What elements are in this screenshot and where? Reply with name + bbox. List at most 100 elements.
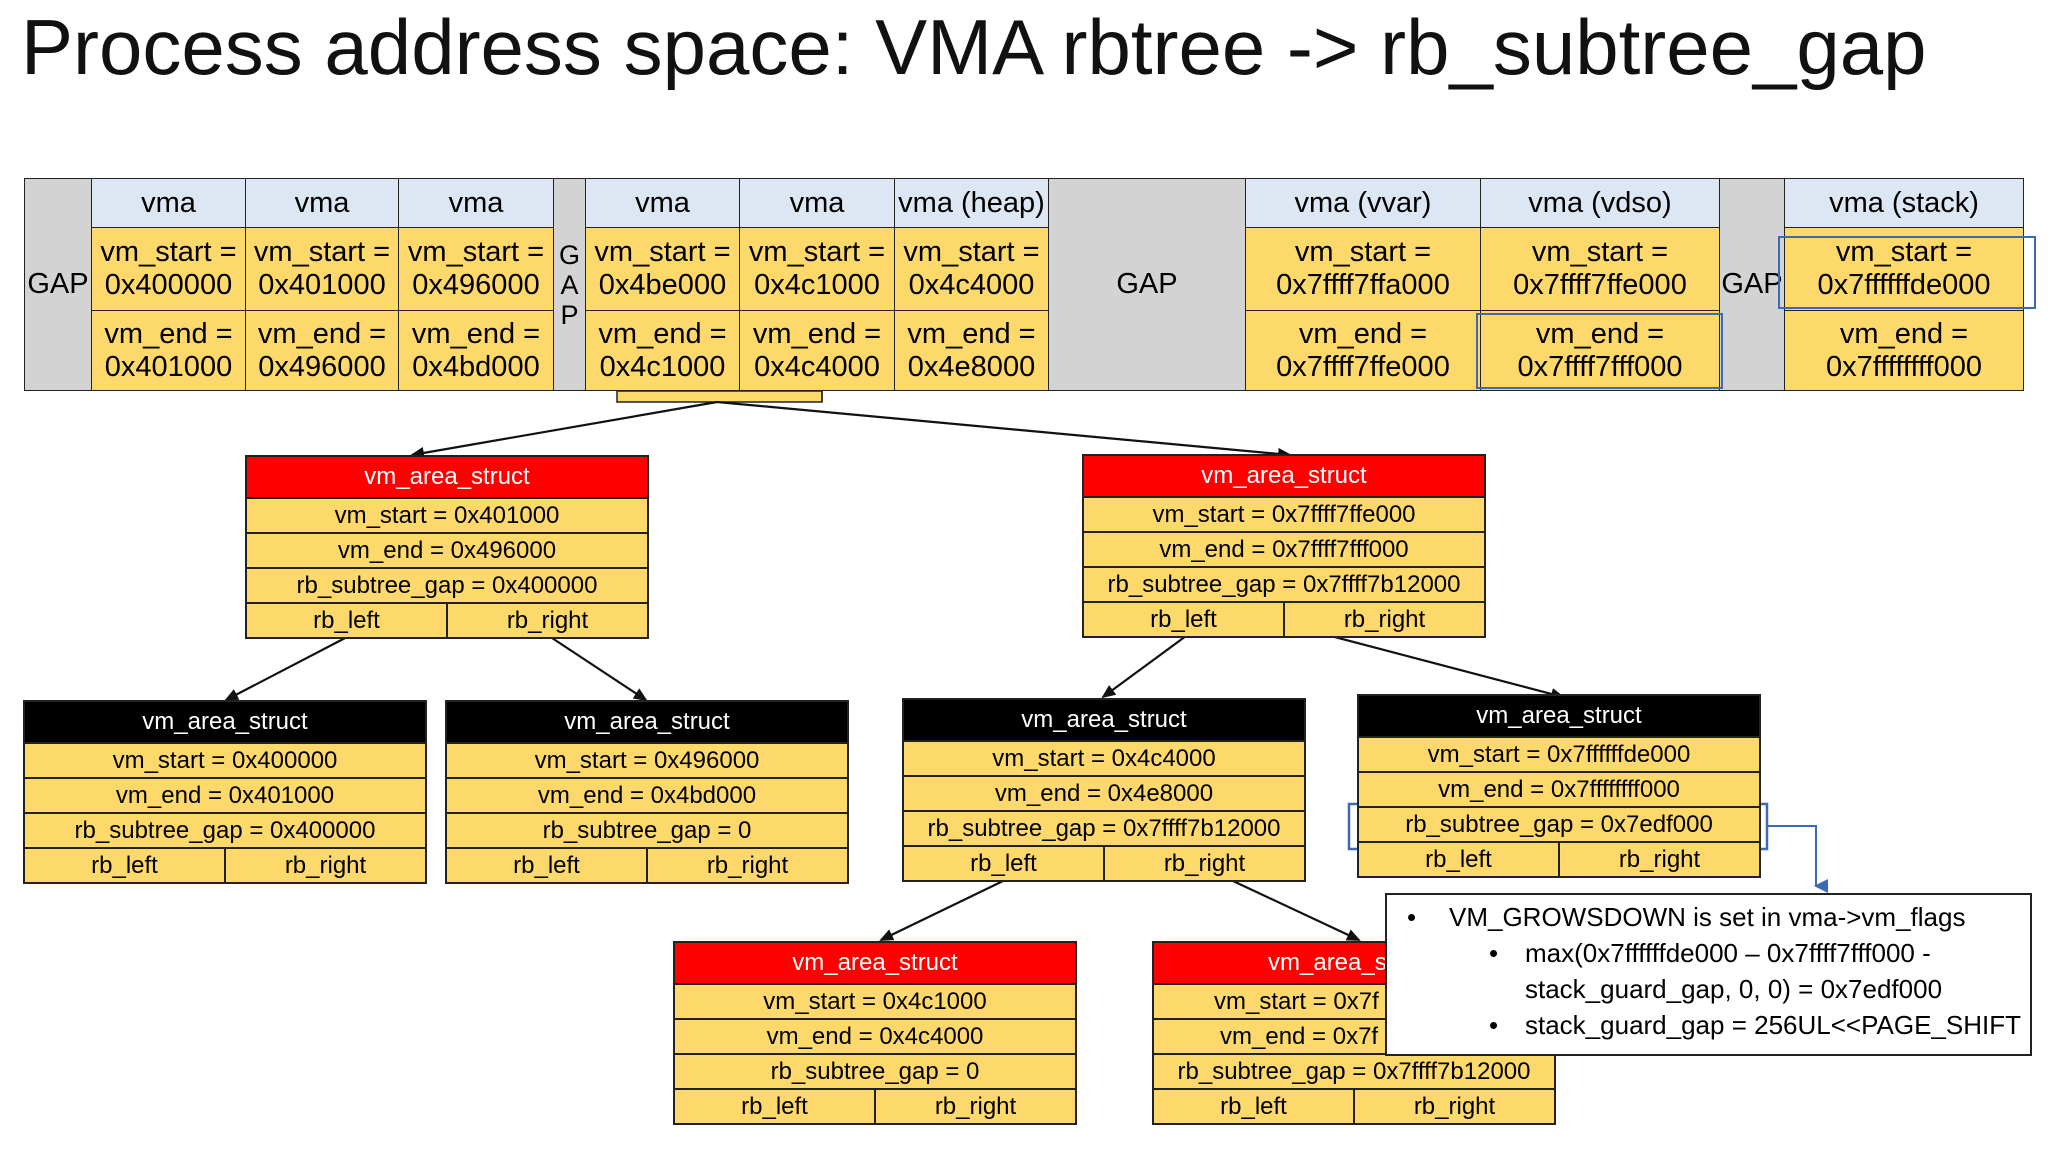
node-rb-subtree-gap: rb_subtree_gap = 0x7ffff7b12000 [1084, 568, 1484, 603]
vm-start-label: vm_start = [748, 236, 886, 268]
node-vm-start: vm_start = 0x4c4000 [904, 742, 1304, 777]
node-title: vm_area_struct [1084, 456, 1484, 498]
node-rb-left: rb_left [313, 606, 380, 634]
node-vm-end: vm_end = 0x4e8000 [904, 777, 1304, 812]
node-rb-subtree-gap: rb_subtree_gap = 0 [447, 814, 847, 849]
vma-vm-start: vm_start = 0x496000 [398, 227, 554, 311]
explanation-note: VM_GROWSDOWN is set in vma->vm_flags max… [1385, 893, 2032, 1056]
node-rb-left: rb_left [91, 851, 158, 879]
node-vm-end: vm_end = 0x7ffffffff000 [1359, 773, 1759, 808]
vm-end-label: vm_end = [752, 317, 882, 350]
vm-end-label: vm_end = [1535, 317, 1665, 350]
vm-end-label: vm_end = [1298, 317, 1428, 350]
gap-letter: P [560, 299, 579, 330]
vma-node-low-e: vm_area_struct vm_start = 0x4c1000 vm_en… [673, 941, 1077, 1125]
vma-vm-end: vm_end = 0x7ffff7fff000 [1480, 310, 1720, 391]
node-rb-right: rb_right [1353, 1090, 1554, 1123]
highlight-stack-start [1778, 236, 2036, 309]
node-vm-end: vm_end = 0x496000 [247, 534, 647, 569]
hidden-node-stub [616, 390, 823, 403]
vma-vm-start: vm_start = 0x7ffffffde000 [1784, 227, 2024, 311]
vm-start-value: 0x400000 [104, 269, 233, 301]
vma-header-vdso: vma (vdso) [1480, 178, 1720, 228]
note-subbullet: stack_guard_gap = 256UL<<PAGE_SHIFT [1399, 1007, 2024, 1043]
vm-end-label: vm_end = [907, 317, 1036, 350]
vma-vm-start: vm_start = 0x4be000 [585, 227, 740, 311]
node-rb-right: rb_right [446, 604, 647, 637]
node-title: vm_area_struct [904, 700, 1304, 742]
node-title: vm_area_struct [675, 943, 1075, 985]
node-rb-subtree-gap: rb_subtree_gap = 0x7ffff7b12000 [1154, 1055, 1554, 1090]
node-vm-start: vm_start = 0x7ffffffde000 [1359, 738, 1759, 773]
node-links-row: rb_left rb_right [25, 849, 425, 882]
node-rb-right: rb_right [1283, 603, 1484, 636]
vm-start-value: 0x4c1000 [754, 269, 880, 301]
edge-root-to-right [716, 400, 1292, 460]
node-title: vm_area_struct [247, 457, 647, 499]
vm-start-label: vm_start = [1835, 236, 1973, 268]
address-space-strip: GAP vma vm_start = 0x400000 vm_end = 0x4… [0, 0, 2048, 420]
node-rb-subtree-gap: rb_subtree_gap = 0 [675, 1055, 1075, 1090]
node-title: vm_area_struct [1359, 696, 1759, 738]
vma-header-stack: vma (stack) [1784, 178, 2024, 228]
vm-start-label: vm_start = [903, 236, 1040, 268]
node-vm-end: vm_end = 0x401000 [25, 779, 425, 814]
vm-end-value: 0x496000 [258, 350, 386, 383]
node-vm-start: vm_start = 0x4c1000 [675, 985, 1075, 1020]
vm-end-label: vm_end = [257, 317, 387, 350]
node-vm-start: vm_start = 0x400000 [25, 744, 425, 779]
node-rb-right: rb_right [224, 849, 425, 882]
arrow-gap-to-note [1767, 825, 1828, 893]
vma-node-root-left: vm_area_struct vm_start = 0x401000 vm_en… [245, 455, 649, 639]
vm-start-value: 0x4c4000 [908, 269, 1035, 301]
note-subbullet: max(0x7ffffffde000 – 0x7ffff7fff000 - [1399, 935, 2024, 971]
note-subbullet-continued: stack_guard_gap, 0, 0) = 0x7edf000 [1525, 974, 1943, 1004]
vm-end-label: vm_end = [1839, 317, 1969, 350]
edge-left-to-leaf-a [224, 635, 350, 701]
vm-end-value: 0x7ffff7ffe000 [1276, 350, 1450, 383]
vma-header-heap: vma (heap) [894, 178, 1049, 228]
node-rb-left: rb_left [513, 851, 580, 879]
slide-title: Process address space: VMA rbtree -> rb_… [21, 3, 1927, 91]
vm-start-label: vm_start = [100, 236, 237, 268]
node-vm-start: vm_start = 0x496000 [447, 744, 847, 779]
vm-start-value: 0x7ffffffde000 [1817, 269, 1991, 301]
node-vm-start: vm_start = 0x7ffff7ffe000 [1084, 498, 1484, 533]
vm-start-value: 0x496000 [412, 269, 540, 301]
node-links-row: rb_left rb_right [1359, 843, 1759, 876]
node-rb-right: rb_right [874, 1090, 1075, 1123]
node-title: vm_area_struct [25, 702, 425, 744]
vm-start-label: vm_start = [253, 236, 391, 268]
vma-header: vma [585, 178, 740, 228]
vm-end-label: vm_end = [598, 317, 727, 350]
node-vm-end: vm_end = 0x4bd000 [447, 779, 847, 814]
node-rb-subtree-gap: rb_subtree_gap = 0x400000 [247, 569, 647, 604]
node-vm-end: vm_end = 0x4c4000 [675, 1020, 1075, 1055]
node-links-row: rb_left rb_right [675, 1090, 1075, 1123]
node-title: vm_area_struct [447, 702, 847, 744]
edge-root-to-left [410, 400, 718, 459]
node-rb-left: rb_left [1220, 1092, 1287, 1120]
vma-node-mid-c: vm_area_struct vm_start = 0x4c4000 vm_en… [902, 698, 1306, 882]
edge-right-to-mid-c [1101, 635, 1187, 699]
node-links-row: rb_left rb_right [447, 849, 847, 882]
node-vm-end: vm_end = 0x7ffff7fff000 [1084, 533, 1484, 568]
vma-header-vvar: vma (vvar) [1245, 178, 1481, 228]
vma-vm-start: vm_start = 0x4c1000 [739, 227, 895, 311]
node-rb-subtree-gap: rb_subtree_gap = 0x7edf000 [1359, 808, 1759, 843]
vma-vm-start: vm_start = 0x400000 [91, 227, 246, 311]
vma-header: vma [245, 178, 399, 228]
node-links-row: rb_left rb_right [1154, 1090, 1554, 1123]
node-vm-start: vm_start = 0x401000 [247, 499, 647, 534]
node-rb-right: rb_right [1558, 843, 1759, 876]
vm-end-value: 0x401000 [104, 350, 233, 383]
vma-vm-end: vm_end = 0x401000 [91, 310, 246, 391]
vm-end-label: vm_end = [411, 317, 541, 350]
vm-end-value: 0x7ffff7fff000 [1517, 350, 1683, 383]
node-rb-right: rb_right [1103, 847, 1304, 880]
vma-vm-start: vm_start = 0x401000 [245, 227, 399, 311]
note-bullet: VM_GROWSDOWN is set in vma->vm_flags [1399, 899, 2024, 935]
vm-start-value: 0x7ffff7ffe000 [1513, 269, 1687, 301]
node-rb-left: rb_left [970, 849, 1037, 877]
